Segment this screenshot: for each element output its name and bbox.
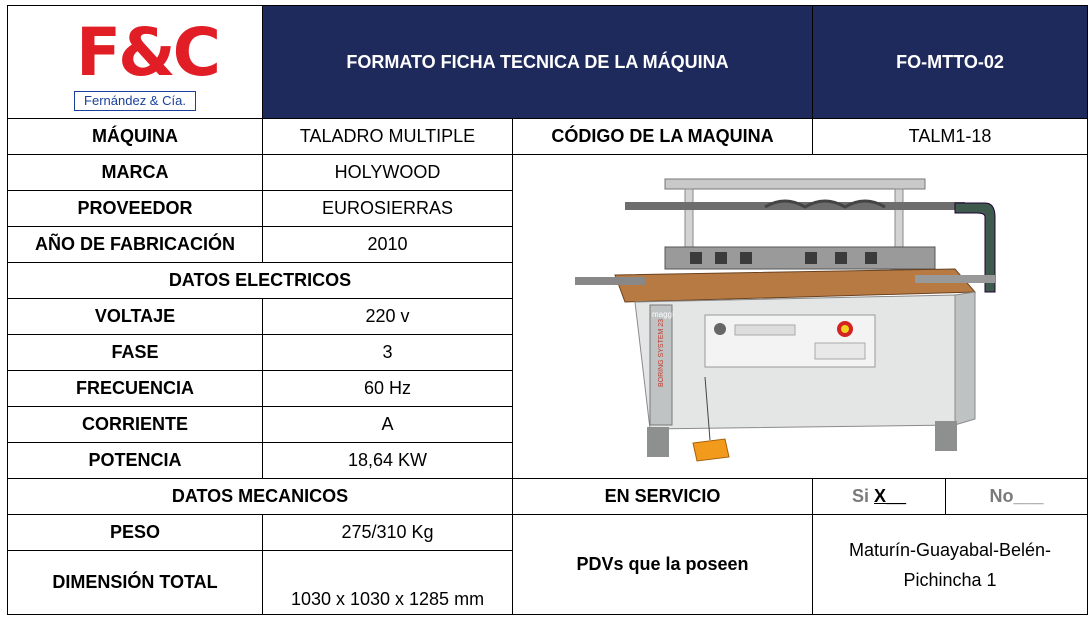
frecuencia-label: FRECUENCIA <box>7 370 263 407</box>
peso-value: 275/310 Kg <box>262 514 513 551</box>
spec-table: F&C Fernández & Cía. FORMATO FICHA TECNI… <box>7 5 1089 615</box>
form-code: FO-MTTO-02 <box>811 5 1089 119</box>
corriente-value: A <box>262 406 513 443</box>
potencia-value: 18,64 KW <box>262 442 513 479</box>
pdv-value: Maturín-Guayabal-Belén- Pichincha 1 <box>811 514 1089 615</box>
voltaje-label: VOLTAJE <box>7 298 263 335</box>
machine-brand-label: maggi <box>652 310 674 319</box>
datos-mecanicos-heading: DATOS MECANICOS <box>7 478 513 515</box>
si-prefix: Si <box>851 486 874 506</box>
si-mark: X <box>873 486 886 506</box>
dimension-label: DIMENSIÓN TOTAL <box>7 550 263 615</box>
machine-model-label: BORING SYSTEM 23 <box>658 318 665 386</box>
voltaje-value: 220 v <box>262 298 513 335</box>
si-suffix: __ <box>886 486 907 506</box>
peso-label: PESO <box>7 514 263 551</box>
pdv-line-1: Maturín-Guayabal-Belén- <box>848 539 1052 560</box>
logo-letters: F&C <box>76 14 221 91</box>
en-servicio-si: Si X__ <box>812 478 946 515</box>
codigo-value: TALM1-18 <box>811 118 1089 155</box>
machine-photo-cell: maggi BORING SYSTEM 23 <box>511 154 1089 479</box>
en-servicio-no: No___ <box>944 478 1089 515</box>
codigo-label: CÓDIGO DE LA MAQUINA <box>512 118 813 155</box>
logo-subtitle: Fernández & Cía. <box>74 91 196 111</box>
pdv-line-2: Pichincha 1 <box>903 569 997 590</box>
form-title: FORMATO FICHA TECNICA DE LA MÁQUINA <box>262 5 813 119</box>
pdv-label: PDVs que la poseen <box>512 514 813 615</box>
machine-photo: maggi BORING SYSTEM 23 <box>575 178 996 462</box>
proveedor-value: EUROSIERRAS <box>262 190 513 227</box>
maquina-label: MÁQUINA <box>7 118 263 155</box>
corriente-label: CORRIENTE <box>7 406 263 443</box>
datos-electricos-heading: DATOS ELECTRICOS <box>7 262 513 299</box>
company-logo: F&C Fernández & Cía. <box>70 11 221 113</box>
dimension-value: 1030 x 1030 x 1285 mm <box>262 550 513 615</box>
marca-value: HOLYWOOD <box>262 154 513 191</box>
anio-label: AÑO DE FABRICACIÓN <box>7 226 263 263</box>
maquina-value: TALADRO MULTIPLE <box>262 118 513 155</box>
fase-label: FASE <box>7 334 263 371</box>
potencia-label: POTENCIA <box>7 442 263 479</box>
marca-label: MARCA <box>7 154 263 191</box>
proveedor-label: PROVEEDOR <box>7 190 263 227</box>
frecuencia-value: 60 Hz <box>262 370 513 407</box>
logo-cell: F&C Fernández & Cía. <box>7 5 263 119</box>
anio-value: 2010 <box>262 226 513 263</box>
fase-value: 3 <box>262 334 513 371</box>
en-servicio-label: EN SERVICIO <box>512 478 813 515</box>
